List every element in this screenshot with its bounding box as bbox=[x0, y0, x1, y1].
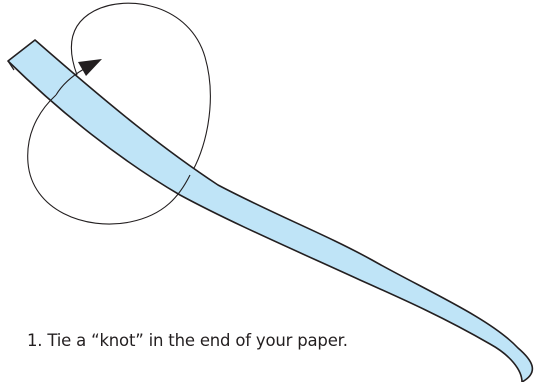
arrowhead-icon bbox=[78, 59, 102, 76]
instruction-caption: 1. Tie a “knot” in the end of your paper… bbox=[27, 331, 348, 351]
